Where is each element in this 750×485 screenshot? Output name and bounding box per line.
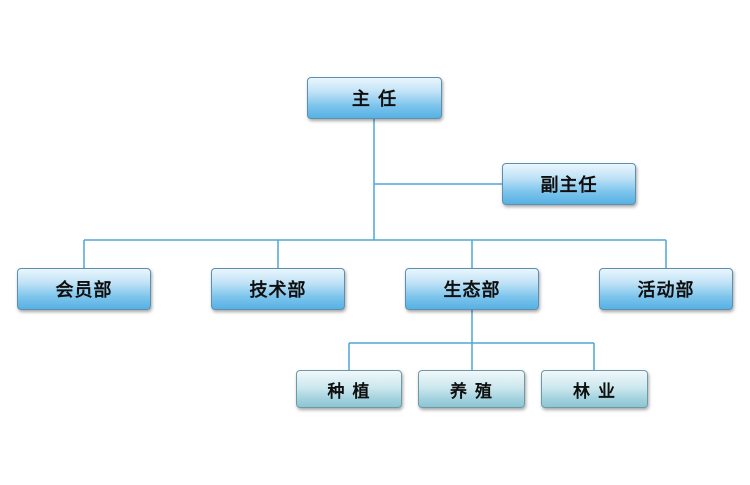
unit-node-planting: 种 植 [296, 370, 402, 408]
director-node: 主 任 [307, 77, 442, 119]
department-node-ecology: 生态部 [405, 268, 539, 310]
department-node-technology: 技术部 [211, 268, 345, 310]
deputy-director-node: 副主任 [502, 163, 636, 205]
department-node-activities: 活动部 [599, 268, 733, 310]
unit-node-breeding: 养 殖 [418, 370, 525, 408]
unit-node-forestry: 林 业 [541, 370, 648, 408]
department-node-members: 会员部 [17, 268, 151, 310]
